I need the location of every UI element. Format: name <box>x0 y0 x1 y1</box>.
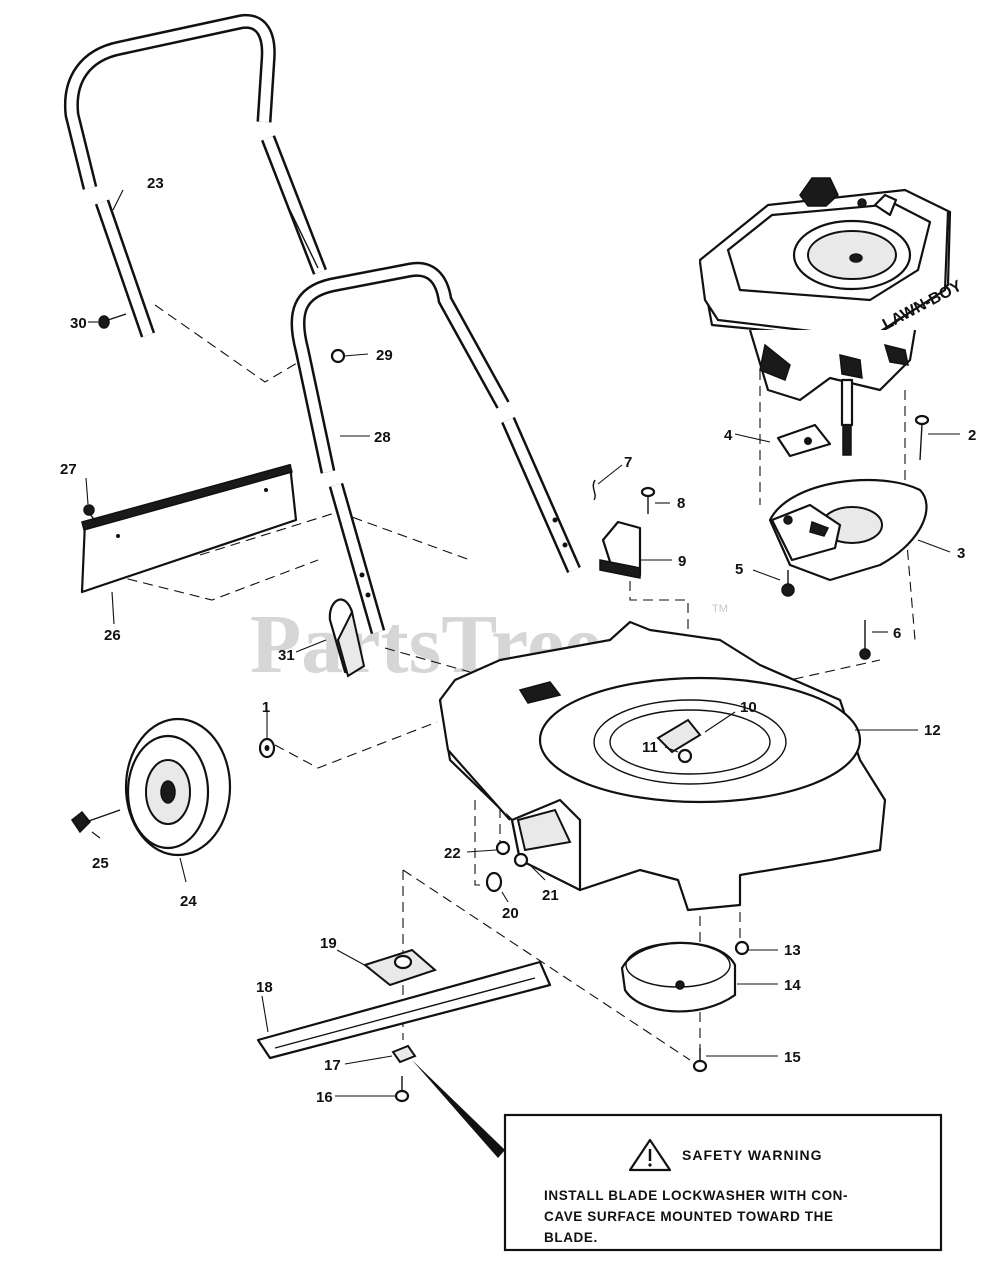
part-label-28: 28 <box>374 429 391 446</box>
warning-pointer <box>412 1060 505 1158</box>
part-label-17: 17 <box>324 1057 341 1074</box>
bracket-31 <box>328 598 366 678</box>
deck-12 <box>438 620 887 912</box>
part-label-4: 4 <box>724 427 733 444</box>
rear-shield-26 <box>80 463 298 594</box>
blade-18 <box>256 960 552 1060</box>
part-label-27: 27 <box>60 461 77 478</box>
nut-11 <box>677 748 693 764</box>
part-label-20: 20 <box>502 905 519 922</box>
gasket-4 <box>776 423 832 458</box>
part-label-1: 1 <box>262 699 270 716</box>
engine: LAWN-BOY <box>698 177 965 456</box>
part-label-11: 11 <box>642 739 658 756</box>
warning-line-2: CAVE SURFACE MOUNTED TOWARD THE <box>544 1209 834 1224</box>
part-label-18: 18 <box>256 979 273 996</box>
part-label-16: 16 <box>316 1089 333 1106</box>
bracket-9 <box>599 520 642 579</box>
part-label-30: 30 <box>70 315 87 332</box>
watermark-tm: TM <box>712 603 728 615</box>
part-label-22: 22 <box>444 845 461 862</box>
nut-22 <box>495 840 511 856</box>
warning-title: SAFETY WARNING <box>682 1147 823 1163</box>
housing-14 <box>620 941 737 1013</box>
bolt-6 <box>859 620 871 660</box>
wheel-24 <box>124 717 232 857</box>
warning-line-3: BLADE. <box>544 1230 598 1245</box>
screw-15 <box>692 1048 708 1073</box>
nut-21 <box>513 852 529 868</box>
part-label-7: 7 <box>624 454 632 471</box>
washer-1 <box>258 737 276 759</box>
part-label-23: 23 <box>147 175 164 192</box>
bolt-30 <box>98 313 127 329</box>
adapter-19 <box>362 948 437 987</box>
bolt-25 <box>70 809 121 834</box>
part-label-15: 15 <box>784 1049 801 1066</box>
housing-3 <box>768 478 928 582</box>
part-label-8: 8 <box>677 495 685 512</box>
part-label-25: 25 <box>92 855 109 872</box>
part-label-29: 29 <box>376 347 393 364</box>
part-label-2: 2 <box>968 427 976 444</box>
part-label-26: 26 <box>104 627 121 644</box>
lockwasher-17 <box>391 1044 417 1064</box>
part-label-19: 19 <box>320 935 337 952</box>
part-label-10: 10 <box>740 699 757 716</box>
bolt-8 <box>640 486 656 514</box>
washer-20 <box>485 871 503 893</box>
part-label-12: 12 <box>924 722 941 739</box>
part-label-13: 13 <box>784 942 801 959</box>
upper-handle <box>63 13 327 338</box>
clip-7 <box>592 479 596 501</box>
part-label-14: 14 <box>784 977 801 994</box>
nut-29 <box>330 348 346 364</box>
nut-13 <box>734 940 750 956</box>
part-labels: 1 2 3 4 5 6 7 8 9 10 11 12 13 14 15 16 1… <box>60 175 976 1106</box>
part-label-3: 3 <box>957 545 965 562</box>
bolt-5 <box>781 570 795 597</box>
part-label-9: 9 <box>678 553 686 570</box>
safety-warning-box: SAFETY WARNING INSTALL BLADE LOCKWASHER … <box>503 1113 943 1252</box>
part-label-5: 5 <box>735 561 743 578</box>
part-label-6: 6 <box>893 625 901 642</box>
leader-lines <box>85 189 960 1097</box>
screw-27 <box>83 504 97 523</box>
part-label-24: 24 <box>180 893 197 910</box>
bolt-2 <box>914 414 930 461</box>
part-label-21: 21 <box>542 887 559 904</box>
warning-icon <box>628 1138 672 1172</box>
lower-handle <box>290 261 581 635</box>
part-label-31: 31 <box>278 647 295 664</box>
warning-line-1: INSTALL BLADE LOCKWASHER WITH CON- <box>544 1188 848 1203</box>
bolt-16 <box>394 1076 410 1103</box>
